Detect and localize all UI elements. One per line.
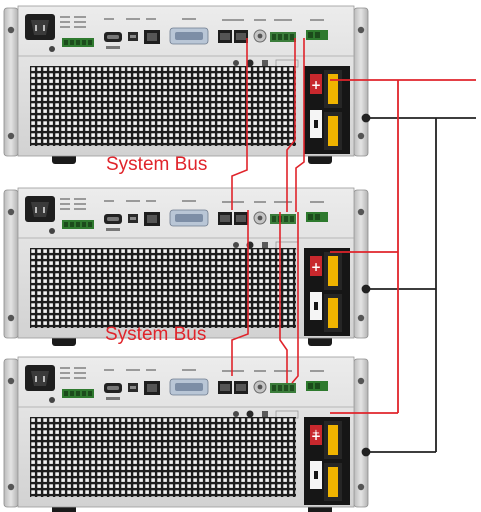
positive-wiring <box>330 79 476 414</box>
negative-wiring <box>361 113 476 457</box>
system-bus-cables <box>231 38 305 384</box>
system-bus-label-1: System Bus <box>106 154 208 175</box>
system-bus-label-2: System Bus <box>105 324 207 345</box>
positive-terminal-mark: + <box>312 428 320 439</box>
power-supply-unit-1 <box>3 5 369 165</box>
power-supply-unit-2 <box>3 187 369 347</box>
